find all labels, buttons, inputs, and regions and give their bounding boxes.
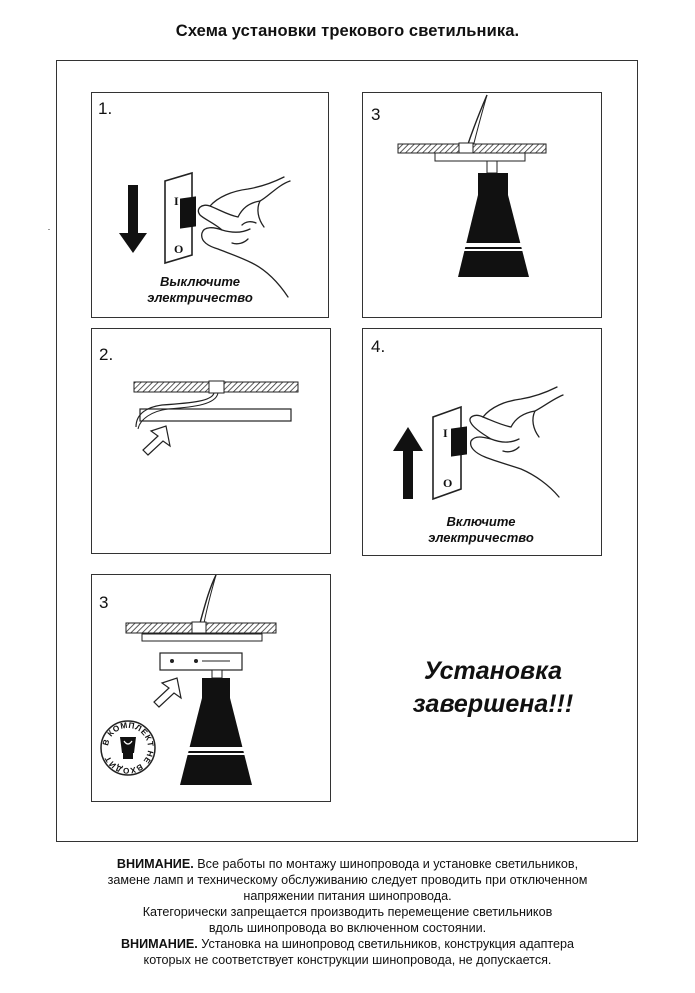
warning-notes: ВНИМАНИЕ. Все работы по монтажу шинопров… bbox=[40, 856, 655, 968]
panel-step-4: 4. I O Включите электричество bbox=[362, 328, 602, 556]
step-number: 2. bbox=[99, 345, 114, 364]
step-number: 4. bbox=[371, 337, 386, 356]
panel-step-3-adapter: 3 В КОМПЛЕКТ НЕ ВХОДИТ bbox=[91, 574, 331, 802]
note-line: замене ламп и техническому обслуживанию … bbox=[107, 873, 588, 887]
step-number: 3 bbox=[99, 593, 109, 612]
diagram-frame bbox=[56, 60, 638, 842]
note-line: напряжении питания шинопровода. bbox=[243, 889, 452, 903]
lamp-bulb-icon bbox=[458, 195, 529, 277]
complete-line: завершена!!! bbox=[412, 690, 574, 718]
note-text: Установка на шинопровод светильников, ко… bbox=[197, 937, 575, 951]
note-line: ВНИМАНИЕ. Установка на шинопровод светил… bbox=[40, 936, 655, 952]
wall-switch-icon: I O bbox=[164, 171, 196, 265]
switch-off-illustration: I O bbox=[119, 171, 291, 298]
switch-on-illustration: I O bbox=[393, 386, 564, 501]
scan-speck bbox=[48, 229, 50, 230]
step-number: 1. bbox=[98, 99, 113, 118]
caption-line: электричество bbox=[147, 290, 253, 305]
caption-line: электричество bbox=[428, 530, 534, 545]
note-line: вдоль шинопровода во включенном состояни… bbox=[208, 921, 487, 935]
step-number: 3 bbox=[371, 105, 381, 124]
adapter-install-illustration: В КОМПЛЕКТ НЕ ВХОДИТ bbox=[100, 575, 277, 785]
caption-line: Выключите bbox=[159, 274, 241, 289]
note-line: которых не соответствует конструкции шин… bbox=[143, 953, 552, 967]
panel-step-1: 1. I O Выключите электричество bbox=[91, 92, 329, 318]
lamp-bulb-icon bbox=[120, 737, 136, 759]
arrow-down-icon bbox=[119, 185, 147, 253]
step-4-caption: Включите электричество bbox=[407, 514, 555, 546]
svg-text:O: O bbox=[174, 242, 183, 256]
not-included-stamp: В КОМПЛЕКТ НЕ ВХОДИТ bbox=[100, 720, 156, 776]
caption-line: Включите bbox=[446, 514, 516, 529]
panel-step-2: 2. bbox=[91, 328, 331, 554]
note-text: Все работы по монтажу шинопровода и уста… bbox=[193, 857, 579, 871]
warning-label: ВНИМАНИЕ. bbox=[120, 937, 198, 951]
svg-text:I: I bbox=[443, 426, 448, 440]
installation-complete-text: Установка завершена!!! bbox=[378, 655, 608, 721]
complete-line: Установка bbox=[423, 657, 563, 685]
page-title: Схема установки трекового светильника. bbox=[175, 22, 520, 40]
note-line: ВНИМАНИЕ. Все работы по монтажу шинопров… bbox=[40, 856, 655, 872]
warning-label: ВНИМАНИЕ. bbox=[116, 857, 194, 871]
note-line: Категорически запрещается производить пе… bbox=[142, 905, 553, 919]
arrow-pointer-icon bbox=[142, 425, 171, 456]
track-mounting-illustration bbox=[133, 380, 299, 456]
svg-text:I: I bbox=[174, 194, 179, 208]
hand-icon bbox=[469, 386, 564, 498]
arrow-up-icon bbox=[393, 427, 423, 499]
panel-step-3-lamp: 3 bbox=[362, 92, 602, 318]
arrow-pointer-icon bbox=[153, 677, 182, 708]
hand-icon bbox=[197, 176, 291, 298]
wall-switch-icon: I O bbox=[432, 405, 467, 501]
step-1-caption: Выключите электричество bbox=[130, 274, 270, 306]
lamp-mounted-illustration bbox=[397, 94, 547, 277]
svg-text:O: O bbox=[443, 476, 452, 490]
